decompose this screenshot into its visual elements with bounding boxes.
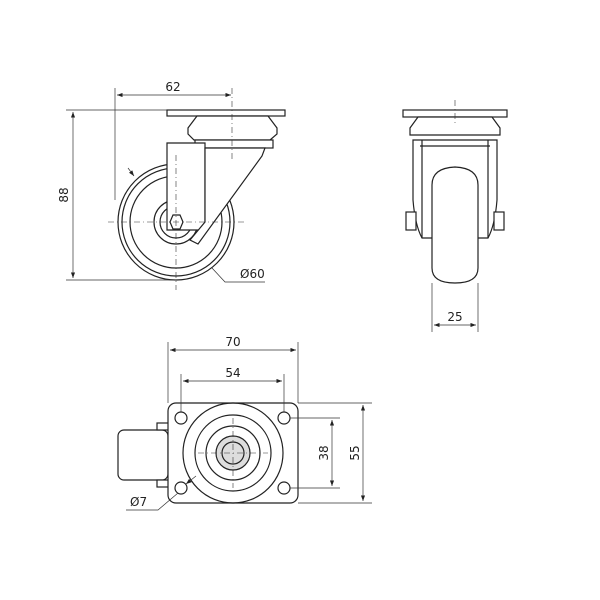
dim-plate-length: 70	[225, 335, 240, 349]
dim-hole-spacing-length: 54	[225, 366, 240, 380]
dim-wheel-diameter: Ø60	[240, 267, 265, 281]
dim-side-width: 62	[165, 80, 180, 94]
dim-plate-width: 55	[348, 445, 362, 460]
top-view	[117, 342, 372, 511]
dim-hole-diameter: Ø7	[130, 495, 147, 509]
front-view	[402, 100, 508, 332]
dim-height: 88	[57, 187, 71, 202]
dim-hole-spacing-width: 38	[317, 445, 331, 460]
dim-wheel-width: 25	[447, 310, 462, 324]
side-view	[66, 88, 286, 290]
